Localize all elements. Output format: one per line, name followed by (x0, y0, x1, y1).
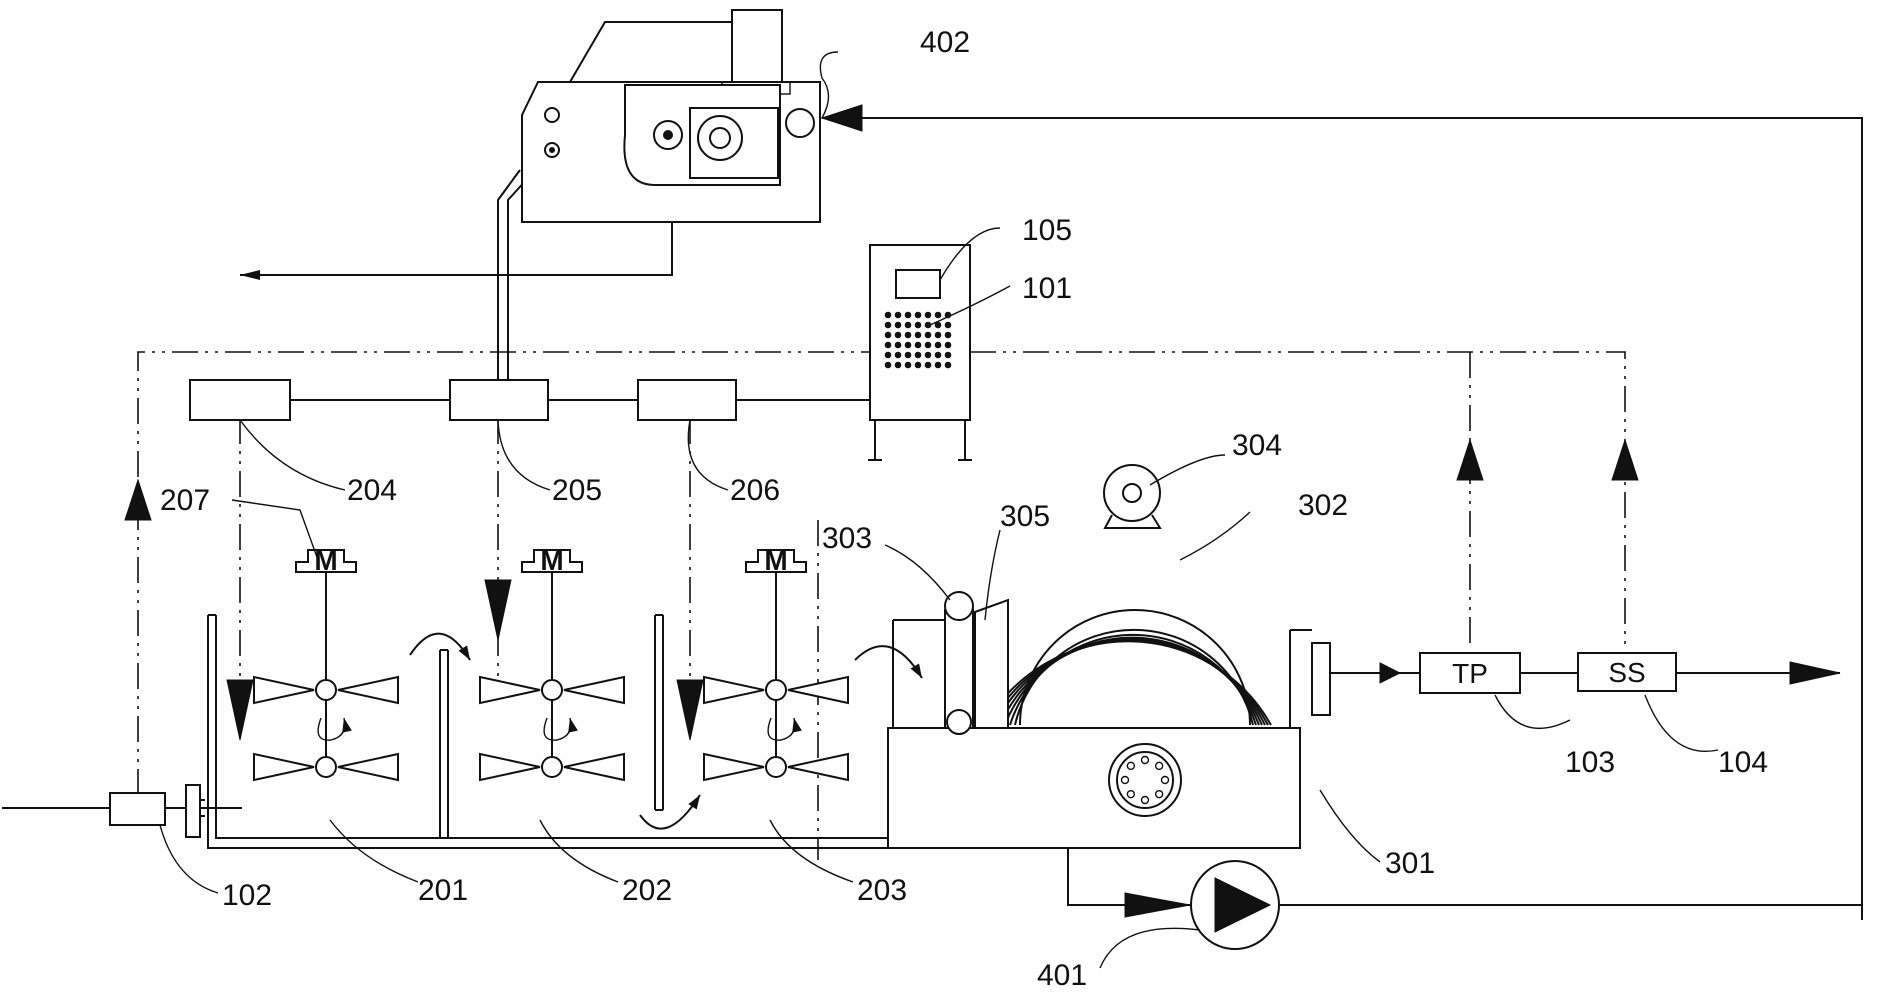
agitator-2 (479, 572, 625, 782)
label-302: 302 (1298, 489, 1348, 522)
label-305: 305 (1000, 500, 1050, 533)
label-301: 301 (1385, 847, 1435, 880)
control-signal-lines (137, 351, 1626, 860)
flow-meter-102 (109, 792, 166, 826)
label-103: 103 (1565, 746, 1615, 779)
drum-filter-301 (887, 464, 1331, 849)
dosing-unit-204 (189, 379, 291, 421)
label-303: 303 (822, 522, 872, 555)
label-402: 402 (920, 26, 970, 59)
label-205: 205 (552, 474, 602, 507)
label-203: 203 (857, 874, 907, 907)
label-206: 206 (730, 474, 780, 507)
keypad-101 (884, 311, 952, 369)
filter-discs-302 (984, 609, 1272, 726)
display-screen-105 (895, 269, 941, 299)
scraper-305 (974, 598, 1009, 729)
label-105: 105 (1022, 214, 1072, 247)
flocculation-tanks (207, 614, 888, 849)
dosing-unit-206 (637, 379, 737, 421)
agitators (253, 572, 849, 782)
return-line-402 (822, 113, 1863, 920)
motor-3: M (745, 545, 807, 576)
motor-label: M (540, 545, 563, 576)
dewatering-machine-402 (521, 9, 821, 223)
motor-label: M (314, 545, 337, 576)
label-304: 304 (1232, 429, 1282, 462)
label-204: 204 (347, 474, 397, 507)
turbidity-sensor-103 (1419, 652, 1521, 694)
dosing-unit-205 (449, 379, 549, 421)
pump-401 (1067, 848, 1862, 950)
motor-label: M (764, 545, 787, 576)
label-102: 102 (222, 879, 272, 912)
agitator-1 (253, 572, 399, 782)
motor-2: M (521, 545, 583, 576)
cake-discharge-line (240, 222, 673, 280)
label-207: 207 (160, 484, 210, 517)
inlet-line (2, 784, 242, 838)
effluent-line (1330, 661, 1841, 685)
tp-label: TP (1452, 658, 1488, 689)
suspended-solids-sensor-104 (1577, 652, 1677, 692)
label-101: 101 (1022, 272, 1072, 305)
label-201: 201 (418, 874, 468, 907)
motor-1: M (295, 545, 357, 576)
label-202: 202 (622, 874, 672, 907)
reference-labels: 402 105 101 304 302 305 303 207 204 205 … (160, 26, 1768, 992)
leader-lines (159, 51, 1719, 969)
label-104: 104 (1718, 746, 1768, 779)
ss-label: SS (1608, 657, 1645, 688)
flow-over-arrows (409, 632, 923, 830)
control-cabinet (868, 244, 972, 461)
label-401: 401 (1037, 959, 1087, 992)
dosing-line (290, 169, 870, 401)
signal-arrows (124, 438, 1639, 741)
agitator-3 (703, 572, 849, 782)
